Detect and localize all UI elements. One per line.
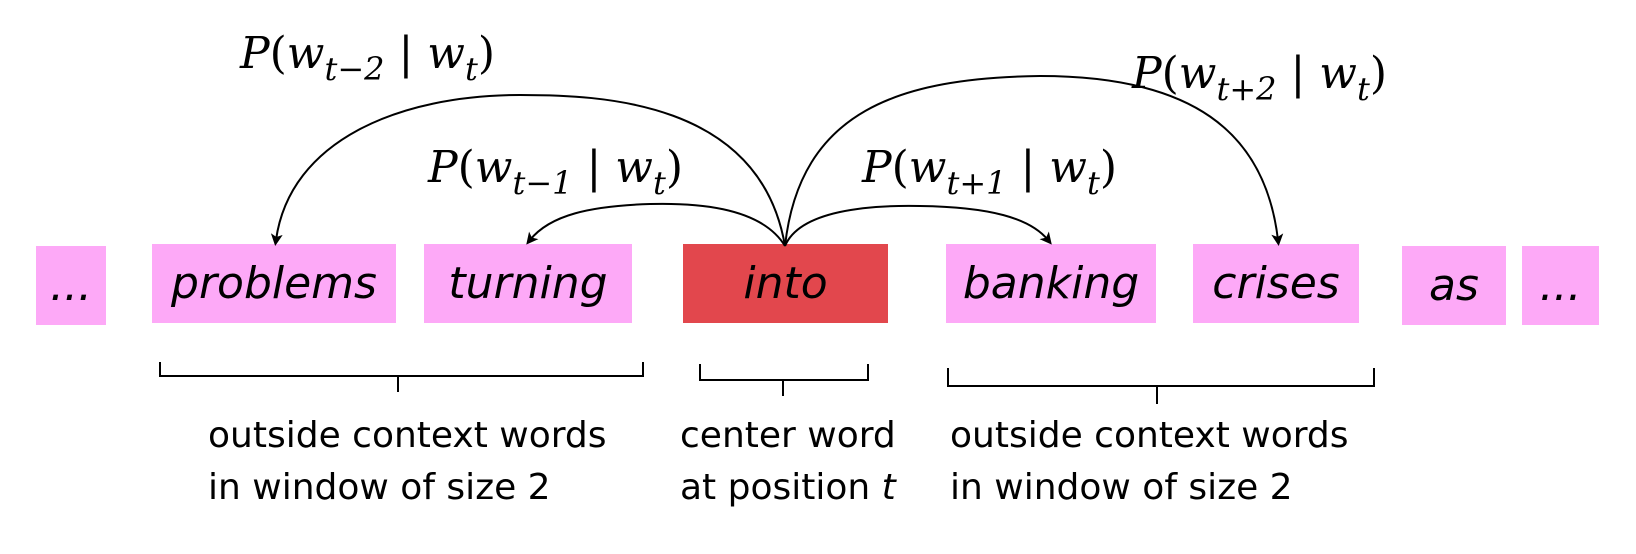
arrow-to-t-minus-2: [270, 93, 786, 247]
label-center-word: center word at position t: [680, 410, 896, 514]
label-text: at position: [680, 467, 882, 508]
prob-t-minus-1: P(wt−1 | wt): [428, 142, 683, 202]
label-line: in window of size 2: [950, 467, 1293, 508]
label-left-context: outside context words in window of size …: [208, 410, 607, 514]
prob-t-plus-2: P(wt+2 | wt): [1132, 48, 1387, 108]
prob-subscript: t: [1356, 70, 1370, 108]
prob-paren: ): [477, 28, 495, 79]
prob-symbol: P: [240, 28, 270, 79]
arrow-to-t-plus-1: [784, 204, 1052, 247]
brace-right-context: [947, 368, 1375, 404]
prob-paren: (: [457, 142, 475, 193]
word-text: ...: [50, 260, 92, 311]
prob-paren: ): [665, 142, 683, 193]
word-text: as: [1429, 260, 1479, 311]
label-line-position: at position t: [680, 462, 896, 514]
word-text: problems: [171, 258, 377, 309]
label-line: in window of size 2: [208, 467, 551, 508]
prob-w: w: [1049, 142, 1087, 193]
word-box-as: as: [1402, 246, 1506, 325]
prob-w: w: [474, 142, 513, 193]
prob-bar: |: [1276, 48, 1320, 99]
prob-w: w: [1319, 48, 1357, 99]
prob-w: w: [1178, 48, 1217, 99]
word-text: into: [743, 258, 828, 309]
prob-paren: (: [891, 142, 909, 193]
arrow-to-t-minus-1: [526, 202, 786, 247]
label-t-symbol: t: [881, 467, 896, 508]
prob-w: w: [286, 28, 325, 79]
word-box-ellipsis-left: ...: [36, 246, 106, 325]
label-line: center word: [680, 415, 896, 456]
prob-paren: ): [1099, 142, 1117, 193]
prob-paren: (: [269, 28, 287, 79]
prob-symbol: P: [1132, 48, 1162, 99]
word-box-turning: turning: [424, 244, 632, 323]
prob-symbol: P: [428, 142, 458, 193]
brace-left-context: [159, 362, 644, 392]
word-text: ...: [1539, 260, 1582, 311]
prob-subscript: t: [464, 50, 478, 88]
prob-w: w: [908, 142, 947, 193]
prob-paren: ): [1369, 48, 1387, 99]
word-text: crises: [1212, 258, 1340, 309]
prob-bar: |: [572, 142, 616, 193]
word-box-into-center: into: [683, 244, 888, 323]
prob-subscript: t−2: [324, 50, 385, 88]
label-right-context: outside context words in window of size …: [950, 410, 1349, 514]
word-box-crises: crises: [1193, 244, 1359, 323]
brace-center: [699, 364, 869, 396]
label-line: outside context words: [208, 415, 607, 456]
prob-bar: |: [384, 28, 428, 79]
arrow-to-t-plus-2: [784, 74, 1284, 247]
prob-w: w: [615, 142, 653, 193]
label-line: outside context words: [950, 415, 1349, 456]
prob-subscript: t+1: [946, 164, 1007, 202]
word-text: turning: [448, 258, 608, 309]
prob-subscript: t: [1086, 164, 1100, 202]
prob-symbol: P: [862, 142, 892, 193]
prob-paren: (: [1161, 48, 1179, 99]
word-box-ellipsis-right: ...: [1522, 246, 1599, 325]
word-text: banking: [962, 258, 1140, 309]
prob-subscript: t: [652, 164, 666, 202]
prob-t-minus-2: P(wt−2 | wt): [240, 28, 495, 88]
prob-subscript: t+2: [1216, 70, 1277, 108]
word-box-banking: banking: [946, 244, 1156, 323]
word-box-problems: problems: [152, 244, 396, 323]
prob-w: w: [427, 28, 465, 79]
prob-bar: |: [1006, 142, 1050, 193]
prob-subscript: t−1: [512, 164, 573, 202]
prob-t-plus-1: P(wt+1 | wt): [862, 142, 1117, 202]
